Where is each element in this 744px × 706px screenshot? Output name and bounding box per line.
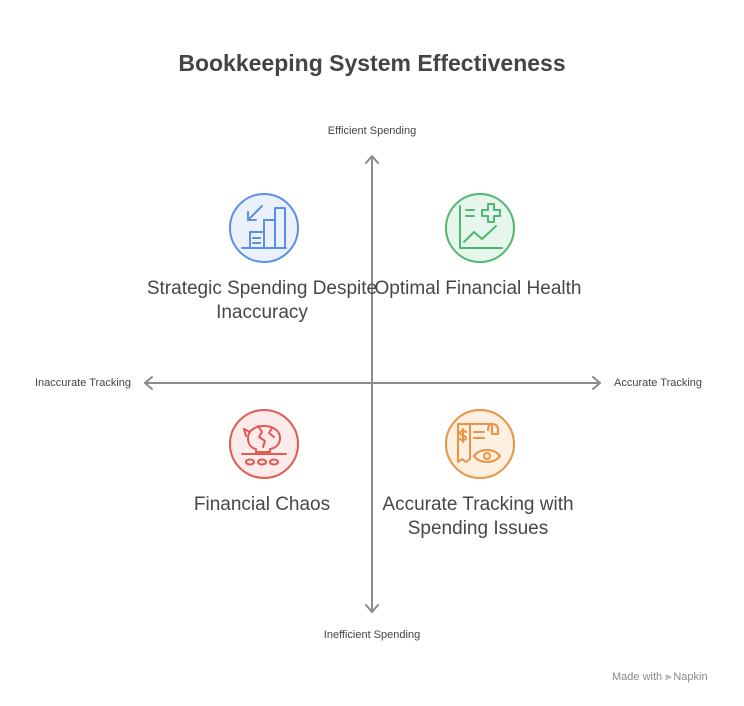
- arrow-left: [144, 376, 153, 390]
- health-chart-icon: [444, 192, 516, 264]
- axis-label-left: Inaccurate Tracking: [35, 377, 131, 389]
- quadrant-label-strategic-spending: Strategic Spending Despite Inaccuracy: [146, 278, 378, 323]
- footer-brand: Napkin: [673, 671, 708, 683]
- quadrant-label-accurate-tracking-issues: Accurate Tracking with Spending Issues: [382, 494, 574, 539]
- made-with-napkin-footer[interactable]: Made with⪢Napkin: [612, 671, 708, 684]
- axis-label-right: Accurate Tracking: [614, 377, 703, 389]
- bar-chart-down-arrow-icon: [228, 192, 300, 264]
- quadrant-label-optimal-health: Optimal Financial Health: [374, 278, 582, 299]
- axis-label-bottom: Inefficient Spending: [323, 629, 421, 641]
- receipt-eye-icon: [444, 408, 516, 480]
- quadrant-label-financial-chaos: Financial Chaos: [193, 494, 331, 515]
- napkin-logo-icon: ⪢: [665, 671, 672, 683]
- arrow-up: [365, 155, 379, 164]
- footer-prefix: Made with: [612, 671, 663, 683]
- diagram-title: Bookkeeping System Effectiveness: [178, 50, 566, 76]
- arrow-down: [365, 604, 379, 613]
- axis-label-top: Efficient Spending: [327, 125, 417, 137]
- broken-piggy-bank-icon: [228, 408, 300, 480]
- arrow-right: [592, 376, 601, 390]
